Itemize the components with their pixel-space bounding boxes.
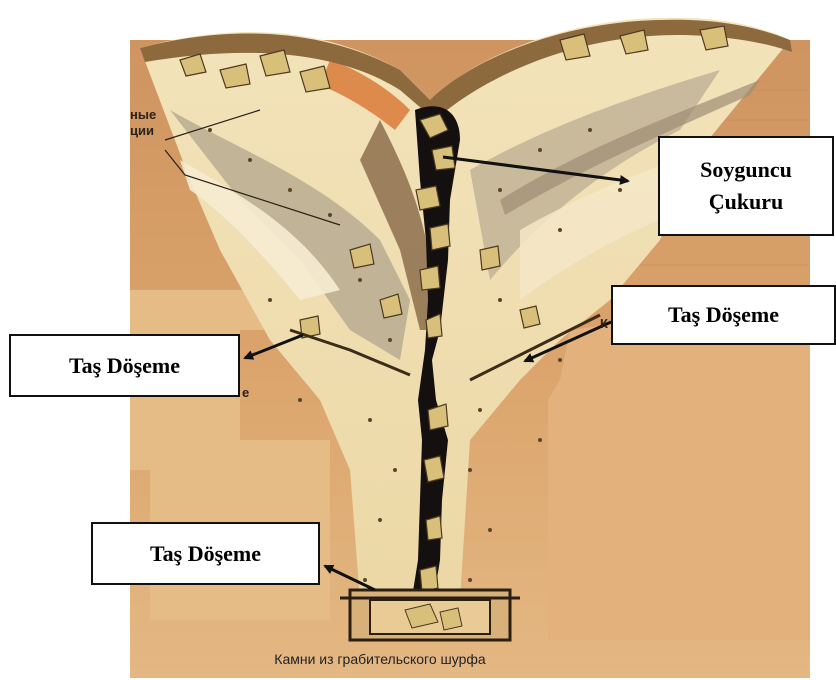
bottom-caption: Камни из грабительского шурфа [150, 651, 610, 667]
source-fragment-left-line1: ные [130, 107, 156, 122]
stone-floor-label-left: Taş Döşeme [9, 334, 240, 397]
robber-pit-label: Soyguncu Çukuru [658, 136, 834, 236]
right-step-block [548, 320, 810, 640]
robber-pit-label-line1: Soyguncu [700, 154, 792, 186]
tomb-chamber [340, 590, 520, 640]
source-fragment-left-line2: ции [130, 123, 154, 138]
stone-floor-label-bottom: Taş Döşeme [91, 522, 320, 585]
stone-floor-label-right: Taş Döşeme [611, 285, 836, 345]
source-fragment-left: ные ции [130, 107, 156, 139]
source-fragment-right: К [600, 316, 608, 332]
robber-pit-label-line2: Çukuru [700, 186, 792, 218]
source-fragment-left-letter: е [242, 385, 249, 401]
